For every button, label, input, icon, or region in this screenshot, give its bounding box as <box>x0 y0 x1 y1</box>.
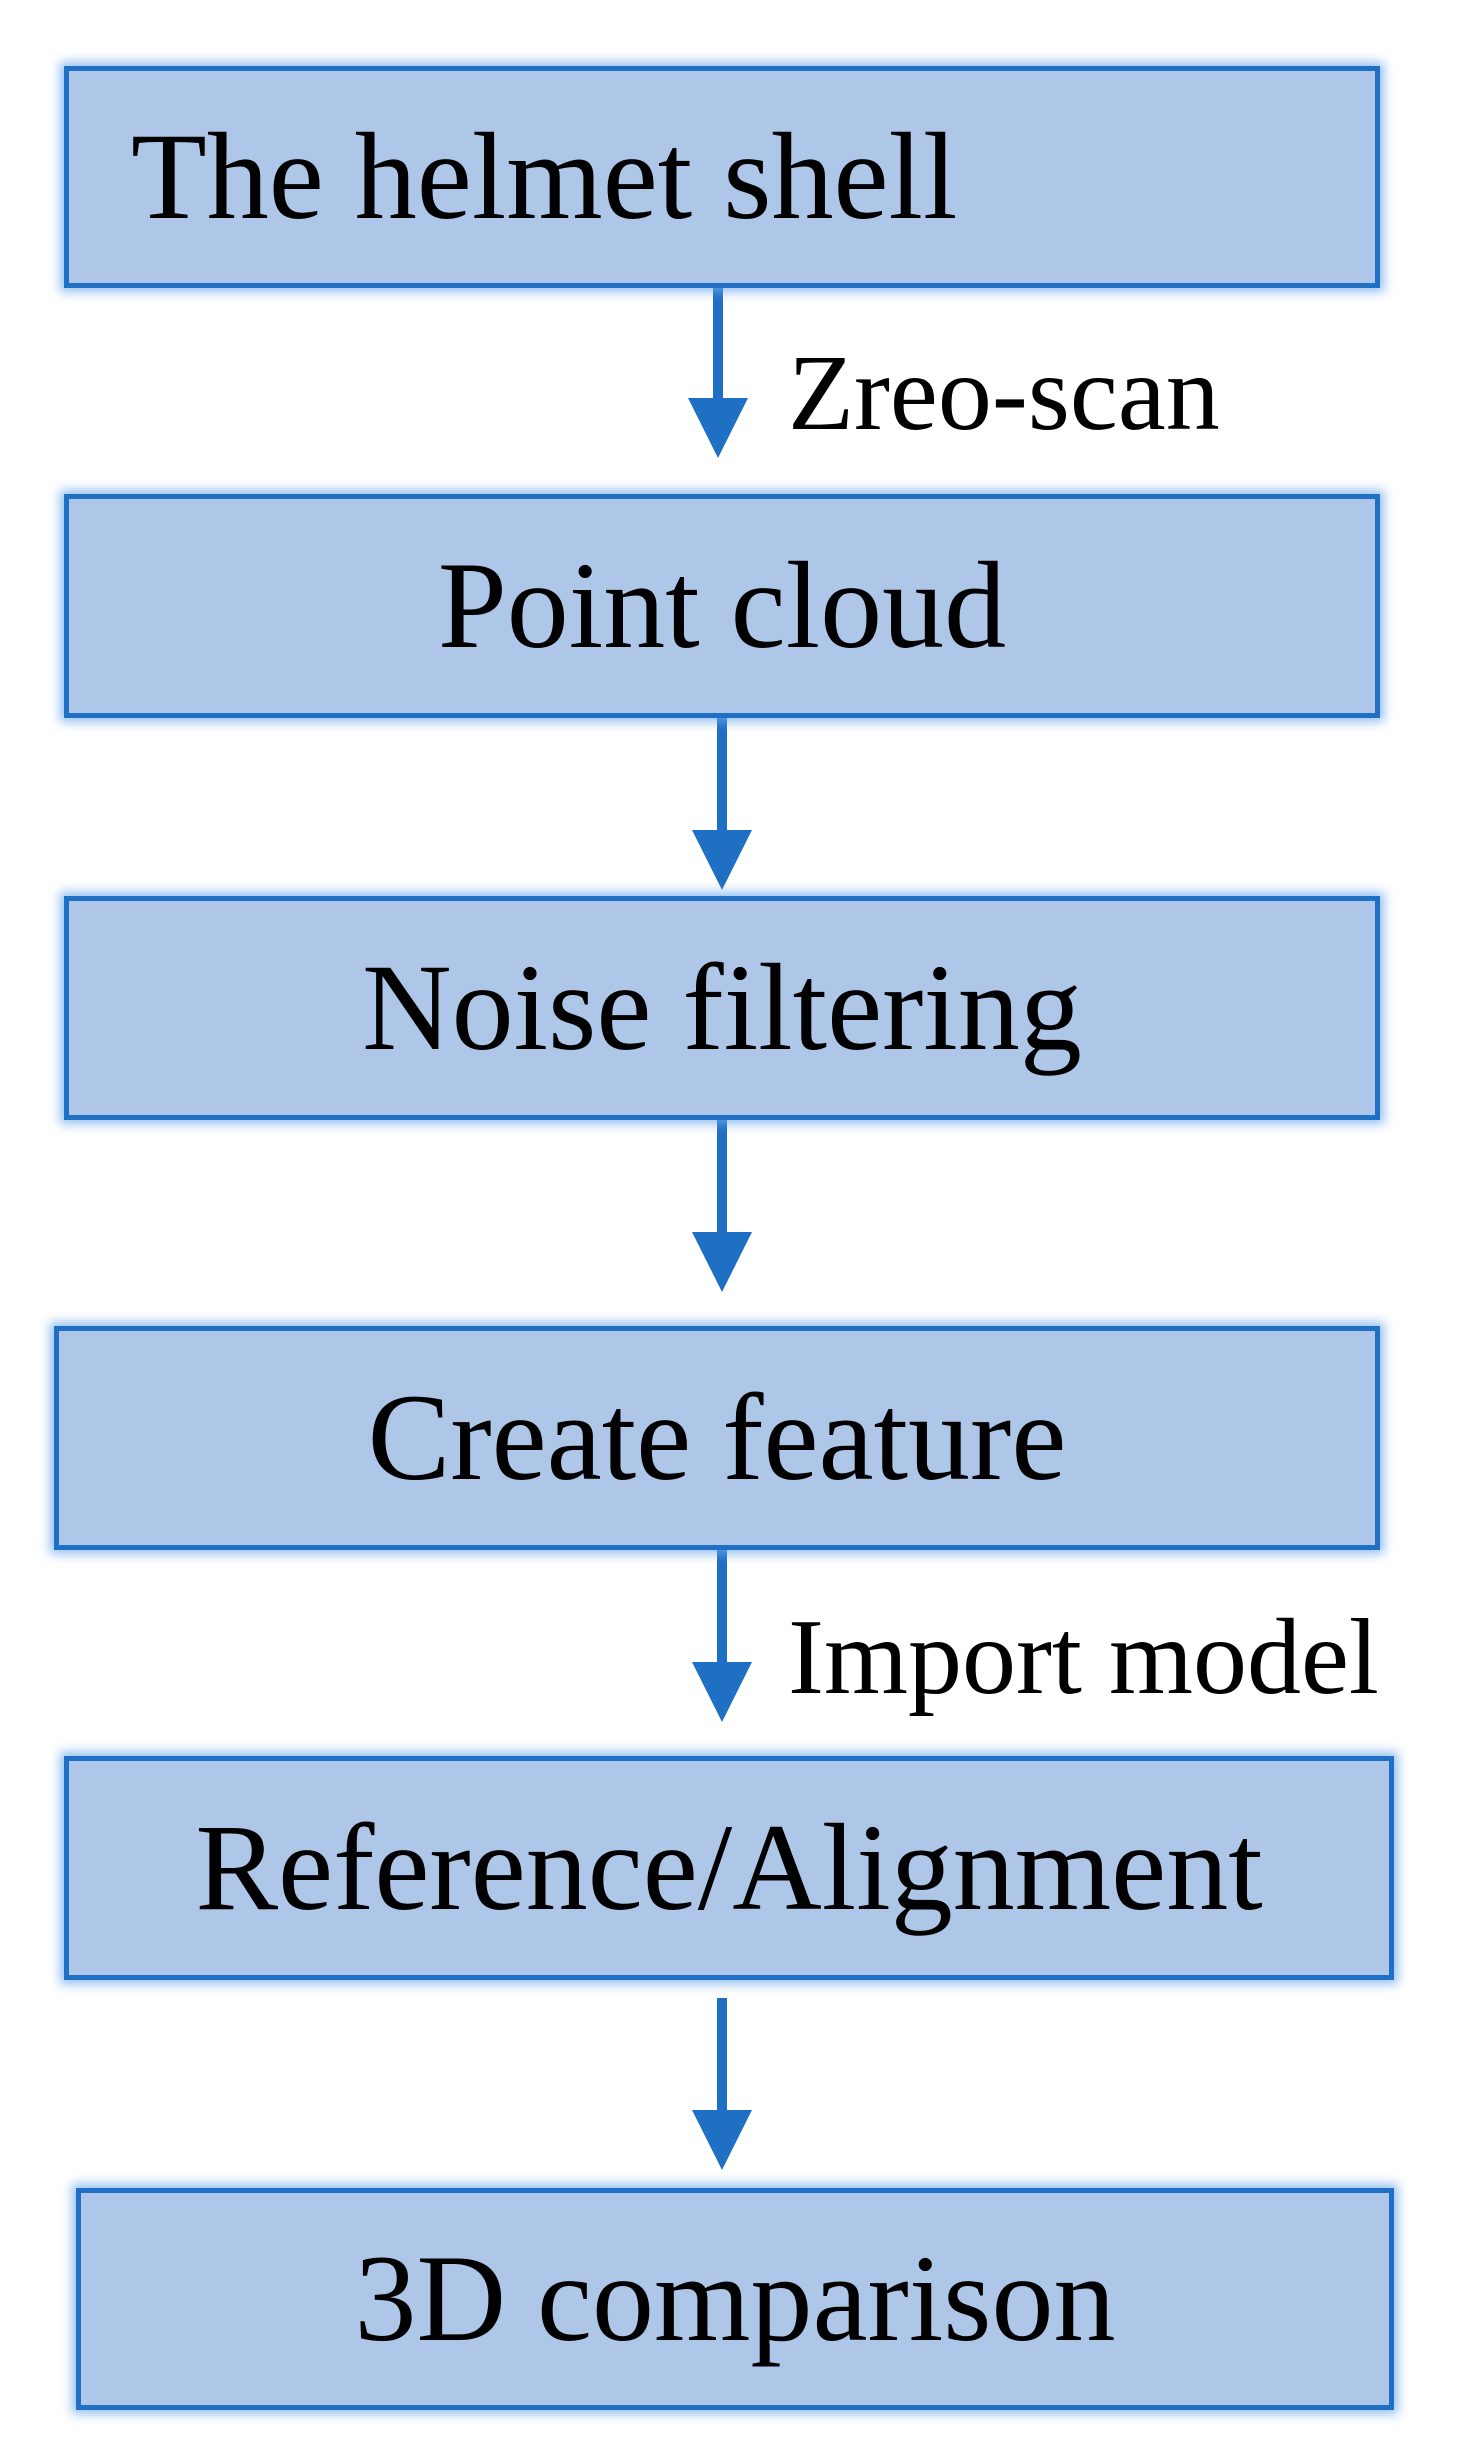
node-3d-comparison: 3D comparison <box>76 2188 1394 2410</box>
node-point-cloud: Point cloud <box>64 494 1380 718</box>
node-noise-filtering: Noise filtering <box>64 896 1380 1120</box>
node-create-feature: Create feature <box>54 1326 1380 1550</box>
node-reference-alignment: Reference/Alignment <box>64 1756 1394 1980</box>
node-helmet-shell: The helmet shell <box>64 66 1380 288</box>
edge-label-import-model: Import model <box>788 1598 1379 1717</box>
edge-label-zreo-scan: Zreo-scan <box>788 334 1220 453</box>
